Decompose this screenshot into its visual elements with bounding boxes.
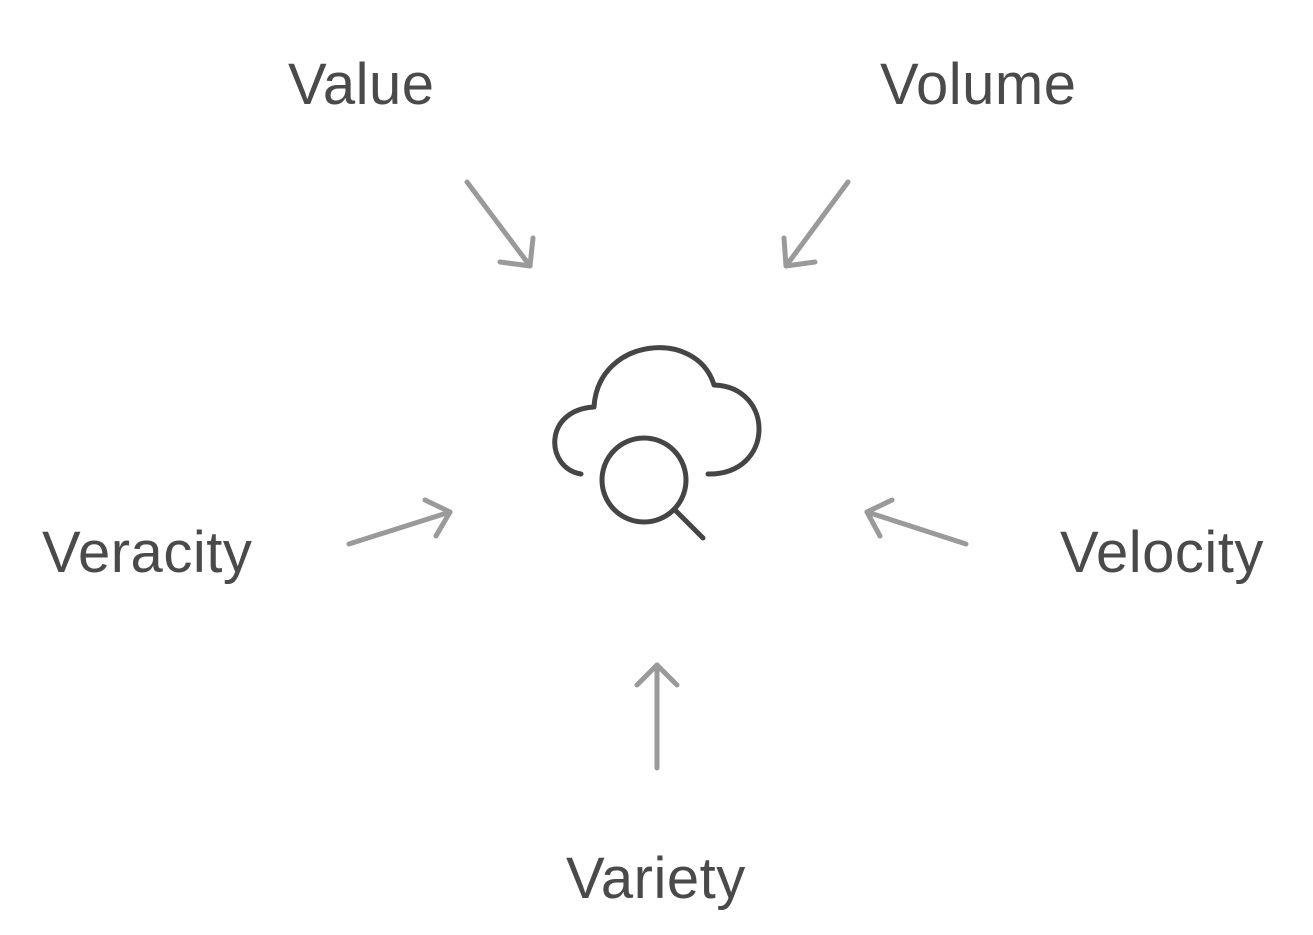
arrow-variety: [634, 662, 680, 771]
cloud-search-icon: [552, 345, 762, 541]
label-volume: Volume: [880, 52, 1077, 117]
arrow-value: [464, 179, 536, 269]
label-value: Value: [288, 52, 435, 117]
label-variety: Variety: [566, 846, 746, 911]
label-velocity: Velocity: [1060, 520, 1264, 585]
arrow-velocity: [864, 497, 969, 547]
arrow-volume: [781, 179, 851, 269]
label-veracity: Veracity: [42, 520, 253, 585]
arrow-veracity: [346, 497, 453, 547]
